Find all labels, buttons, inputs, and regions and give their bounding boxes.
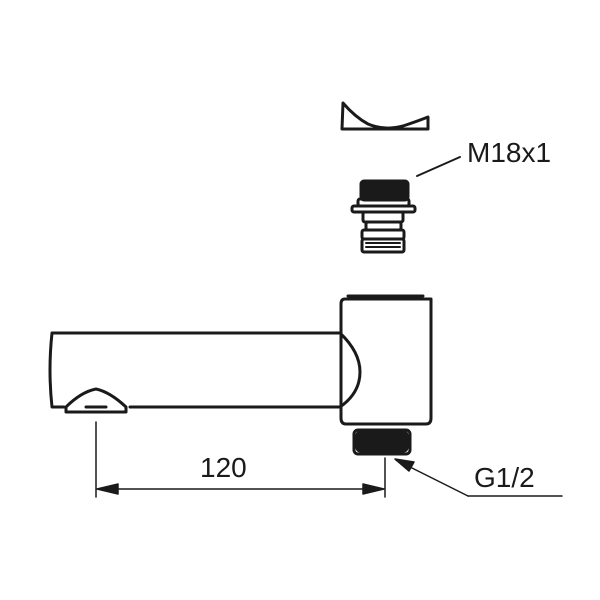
dimension-120 — [95, 421, 386, 498]
length-dimension-label: 120 — [200, 452, 247, 483]
inlet-leader-line — [394, 458, 563, 497]
inlet-thread-label: G1/2 — [474, 462, 535, 493]
adapter-fitting — [350, 179, 417, 254]
inlet-thread — [352, 428, 412, 456]
spout-arm — [48, 331, 362, 409]
adapter-leader-line — [416, 156, 461, 177]
connector-block — [339, 297, 433, 426]
cover-cap — [340, 101, 430, 131]
adapter-thread-label: M18x1 — [467, 137, 551, 168]
aerator — [64, 387, 128, 414]
